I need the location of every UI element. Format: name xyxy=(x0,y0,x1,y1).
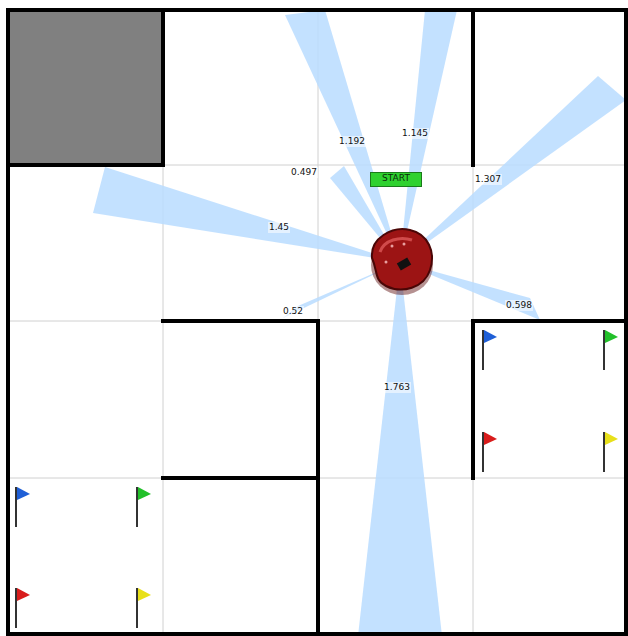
distance-reading: 0.598 xyxy=(505,300,533,311)
robot xyxy=(371,229,433,295)
sensor-beams xyxy=(93,10,626,636)
distance-reading: 1.763 xyxy=(383,382,411,393)
maze-walls xyxy=(8,10,626,634)
distance-reading: 0.497 xyxy=(290,167,318,178)
grid-lines xyxy=(8,10,628,634)
start-marker: START xyxy=(370,172,422,187)
distance-reading: 0.52 xyxy=(282,306,304,317)
distance-reading: 1.45 xyxy=(268,222,290,233)
distance-reading: 1.307 xyxy=(474,174,502,185)
flags xyxy=(16,330,618,628)
distance-reading: 1.145 xyxy=(401,128,429,139)
distance-reading: 1.192 xyxy=(338,136,366,147)
blocked-cell xyxy=(8,10,163,165)
node-text: START xyxy=(382,173,410,183)
